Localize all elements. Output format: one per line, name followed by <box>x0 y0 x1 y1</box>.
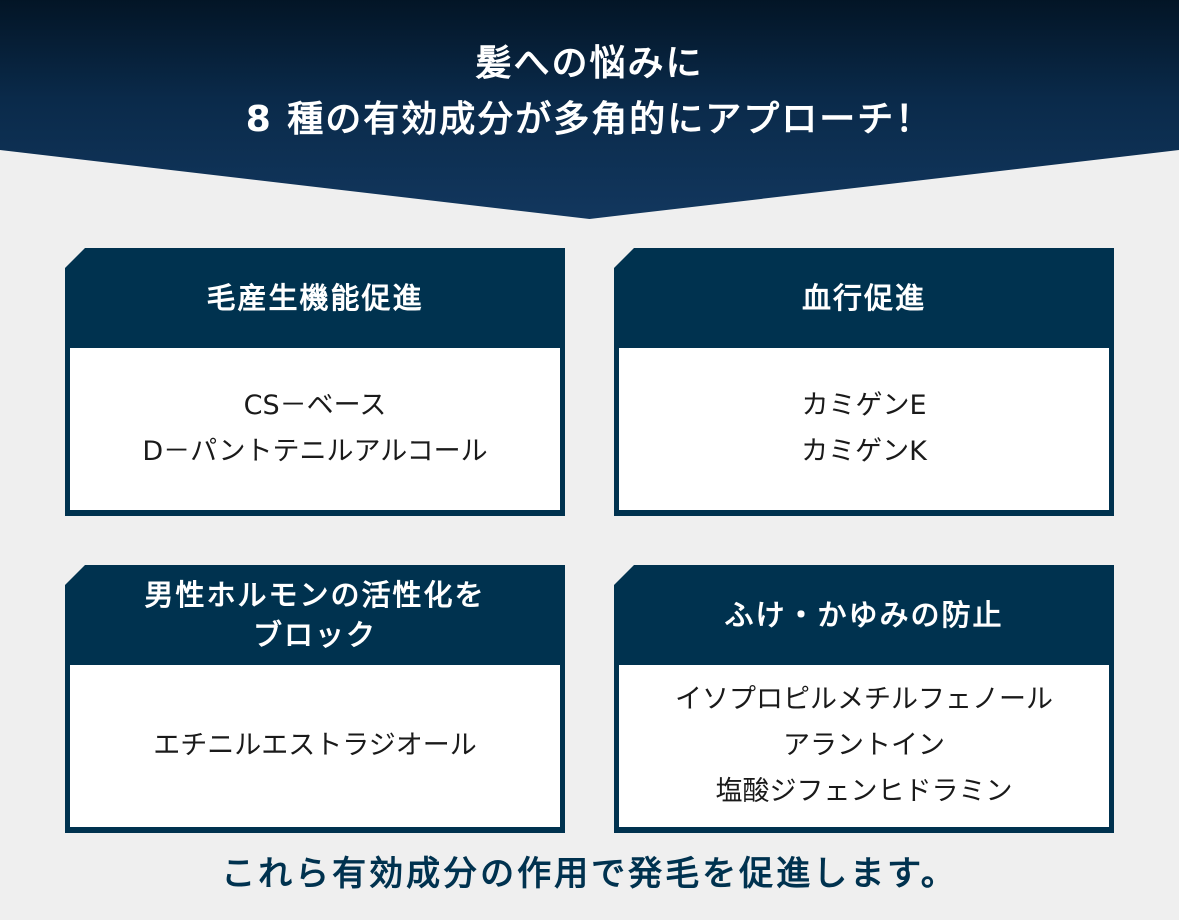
card-blood-circulation: 血行促進 カミゲンE カミゲンK <box>614 248 1114 516</box>
card-title-line: 血行促進 <box>801 281 926 315</box>
card-hormone-block: 男性ホルモンの活性化を ブロック エチニルエストラジオール <box>65 565 565 833</box>
ingredient-item: アラントイン <box>783 730 945 761</box>
card-dandruff-prevention: ふけ・かゆみの防止 イソプロピルメチルフェノール アラントイン 塩酸ジフェンヒド… <box>614 565 1114 833</box>
card-title-line: 男性ホルモンの活性化を <box>144 578 486 612</box>
ingredient-item: CS－ベース <box>243 390 387 421</box>
card-title-line: ブロック <box>252 618 377 652</box>
card-title: ふけ・かゆみの防止 <box>614 565 1114 665</box>
card-hair-production: 毛産生機能促進 CS－ベース D－パントテニルアルコール <box>65 248 565 516</box>
ingredient-item: カミゲンK <box>801 436 927 467</box>
card-title-line: ふけ・かゆみの防止 <box>724 598 1004 632</box>
card-title: 男性ホルモンの活性化を ブロック <box>65 565 565 665</box>
header-line-2: 8 種の有効成分が多角的にアプローチ！ <box>245 99 934 140</box>
footer-caption: これら有効成分の作用で発毛を促進します。 <box>221 854 958 894</box>
card-ingredients: エチニルエストラジオール <box>70 665 560 827</box>
ingredient-item: 塩酸ジフェンヒドラミン <box>715 776 1013 807</box>
card-ingredients: CS－ベース D－パントテニルアルコール <box>70 348 560 510</box>
ingredient-item: イソプロピルメチルフェノール <box>675 684 1053 715</box>
header-title: 髪への悩みに 8 種の有効成分が多角的にアプローチ！ <box>0 36 1179 148</box>
ingredient-item: D－パントテニルアルコール <box>142 436 488 467</box>
card-ingredients: イソプロピルメチルフェノール アラントイン 塩酸ジフェンヒドラミン <box>619 665 1109 827</box>
header-line-1: 髪への悩みに <box>475 43 704 84</box>
card-title-line: 毛産生機能促進 <box>206 281 424 315</box>
ingredient-item: エチニルエストラジオール <box>153 730 477 761</box>
card-title: 血行促進 <box>614 248 1114 348</box>
card-ingredients: カミゲンE カミゲンK <box>619 348 1109 510</box>
ingredient-item: カミゲンE <box>801 390 927 421</box>
card-title: 毛産生機能促進 <box>65 248 565 348</box>
